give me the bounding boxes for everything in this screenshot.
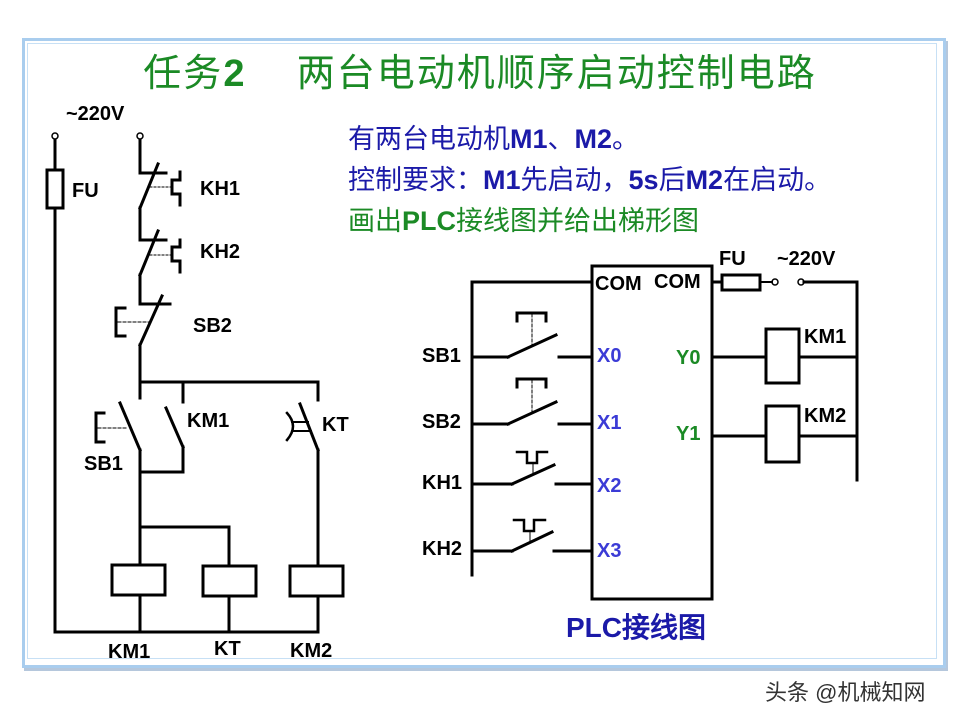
kh2-contact — [138, 229, 182, 277]
plc-box — [590, 264, 714, 601]
km1-hold-label: KM1 — [187, 410, 230, 432]
kt-contact-label: KT — [322, 414, 349, 436]
task-line-3: 画出PLC接线图并给出梯形图 — [348, 206, 699, 236]
coil-kt-label: KT — [214, 638, 241, 660]
watermark: 头条 @机械知网 — [765, 680, 926, 705]
pin-y1: Y1 — [676, 423, 701, 445]
plc-fuse-label: FU — [719, 248, 746, 270]
plc-km2-label: KM2 — [804, 405, 847, 427]
coil-km1-label: KM1 — [108, 641, 151, 663]
plc-fuse-fu — [720, 273, 762, 292]
sb2-label: SB2 — [193, 315, 232, 337]
terminal-n — [136, 132, 144, 140]
plc-caption: PLC接线图 — [566, 612, 707, 643]
km1-hold-contact — [164, 406, 185, 449]
sb1-button — [94, 401, 142, 452]
plc-terminal-l — [771, 278, 779, 286]
sb1-label: SB1 — [84, 453, 123, 475]
slide-frame-inner — [27, 43, 937, 659]
slide-frame — [22, 38, 946, 668]
plc-km1-label: KM1 — [804, 326, 847, 348]
pin-x1: X1 — [597, 412, 622, 434]
pin-com-in: COM — [595, 273, 642, 295]
plc-coil-km1 — [764, 327, 801, 385]
relay-circuit — [45, 132, 345, 634]
coil-km2-label: KM2 — [290, 640, 333, 662]
kh1-contact — [138, 162, 182, 210]
pin-x3: X3 — [597, 540, 622, 562]
coil-km1 — [110, 563, 167, 597]
coil-km2 — [288, 564, 345, 598]
slide-title: 任务2 两台电动机顺序启动控制电路 — [143, 53, 817, 95]
pin-y0: Y0 — [676, 347, 701, 369]
plc-kh2-label: KH2 — [422, 538, 463, 560]
task-line-2: 控制要求：M1先启动，5s后M2在启动。 — [348, 165, 832, 195]
pin-x2: X2 — [597, 475, 622, 497]
coil-kt — [201, 564, 258, 598]
fuse-label: FU — [72, 180, 99, 202]
kh1-label: KH1 — [200, 178, 241, 200]
plc-wiring — [470, 264, 859, 601]
pin-x0: X0 — [597, 345, 622, 367]
plc-sb1-label: SB1 — [422, 345, 461, 367]
sb2-button — [114, 294, 164, 347]
plc-kh1-label: KH1 — [422, 472, 463, 494]
plc-coil-km2 — [764, 404, 801, 464]
plc-input-kh2 — [470, 518, 594, 553]
fuse-fu — [45, 168, 65, 210]
task-line-1: 有两台电动机M1、M2。 — [348, 124, 640, 154]
plc-input-kh1 — [470, 450, 594, 486]
plc-sb2-label: SB2 — [422, 411, 461, 433]
kh2-label: KH2 — [200, 241, 241, 263]
plc-input-sb2 — [470, 377, 594, 426]
plc-supply-label: ~220V — [777, 248, 836, 270]
plc-input-sb1 — [470, 311, 594, 359]
pin-com-out: COM — [654, 271, 701, 293]
kt-timed-contact — [285, 402, 320, 452]
supply-label: ~220V — [66, 103, 125, 125]
terminal-l — [51, 132, 59, 140]
